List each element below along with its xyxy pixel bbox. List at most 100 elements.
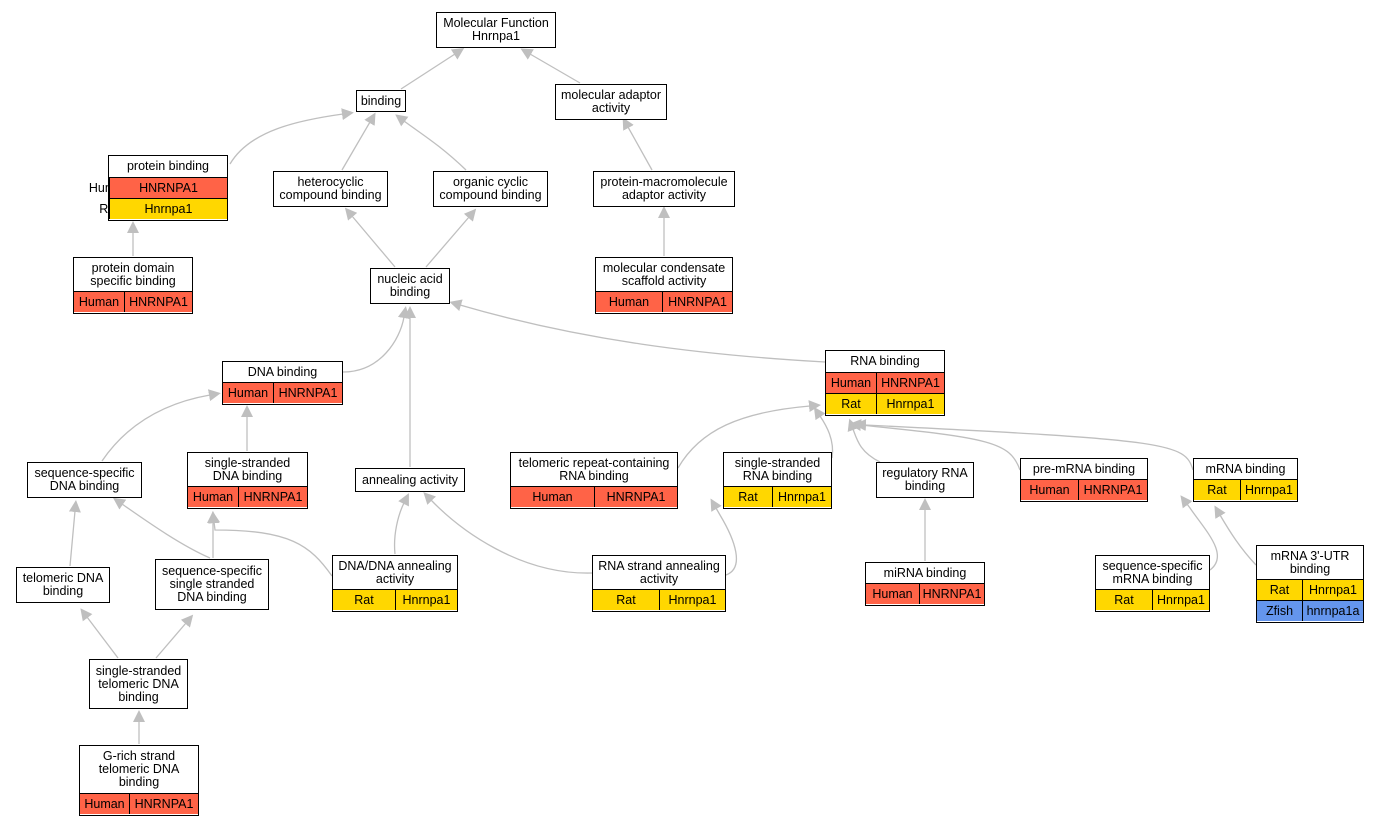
gene-cell: Hnrnpa1 [110,199,227,220]
gene-cell: Hnrnpa1 [1153,590,1209,611]
node-label: annealing activity [362,472,458,487]
gene-cell: hnrnpa1a [1303,601,1363,622]
species-cell: Human [80,794,130,815]
edge-ss-rna [813,406,834,459]
node-label: DNA/DNA annealing activity [338,558,452,586]
node-label: RNA binding [850,354,920,369]
species-cell: Rat [724,487,773,508]
edge-telo-dna [68,500,81,567]
node-nucleic: nucleic acid binding [370,268,450,304]
edge-nucleic [344,207,396,268]
species-cell: Human [596,292,663,313]
edge-dna-anneal [208,511,333,577]
node-reg-rna: regulatory RNA binding [876,462,974,498]
gene-cell: Hnrnpa1 [396,590,457,611]
node-label: organic cyclic compound binding [439,175,542,202]
node-prot-macro: protein-macromolecule adaptor activity [593,171,735,207]
node-label: Molecular Function Hnrnpa1 [443,16,549,43]
node-label: pre-mRNA binding [1032,461,1136,476]
node-label: RNA strand annealing activity [598,558,720,586]
node-label: single-stranded telomeric DNA binding [95,663,182,704]
edge-telo-rna [677,400,821,469]
species-cell: Rat [1194,480,1241,501]
edge-mrna [854,419,1194,471]
node-mol-adaptor: molecular adaptor activity [555,84,667,120]
node-label: DNA binding [247,364,318,379]
species-cell: Human [826,373,877,394]
node-label: mRNA 3'-UTR binding [1270,548,1350,576]
species-cell: Rat [1096,590,1153,611]
species-cell: Human [1021,480,1079,501]
species-cell: Rat [593,590,660,611]
edge-rna-anneal [710,498,737,576]
edge-dna-anneal [393,493,409,555]
edge-rna-anneal [423,492,593,574]
node-label: single-stranded DNA binding [204,455,291,483]
gene-cell: HNRNPA1 [110,178,227,199]
node-ss-telo-dna: single-stranded telomeric DNA binding [89,659,188,709]
node-seq-ss-dna: sequence-specific single stranded DNA bi… [155,559,269,610]
gene-cell: HNRNPA1 [239,487,307,508]
edge-ss-telo-dna [80,608,119,659]
node-label: sequence-specific mRNA binding [1102,558,1203,586]
node-label: nucleic acid binding [377,272,443,299]
node-organic-cyclic: organic cyclic compound binding [433,171,548,207]
gene-cell: HNRNPA1 [877,373,944,394]
node-label: miRNA binding [883,565,967,580]
edge-rna-binding [449,299,826,363]
edge-seq-dna [101,389,221,462]
node-label: sequence-specific DNA binding [34,466,135,493]
gene-cell: HNRNPA1 [920,584,984,605]
node-label: G-rich strand telomeric DNA binding [98,749,180,790]
node-mf: Molecular Function Hnrnpa1 [436,12,556,48]
gene-cell: HNRNPA1 [663,292,732,313]
edge-prot-macro [622,117,653,171]
gene-cell: Hnrnpa1 [1241,480,1297,501]
gene-cell: Hnrnpa1 [1303,580,1363,601]
gene-cell: Hnrnpa1 [773,487,831,508]
species-cell: Human [511,487,595,508]
node-label: protein-macromolecule adaptor activity [600,175,728,202]
species-cell: Human [74,292,125,313]
node-binding: binding [356,90,406,112]
node-label: sequence-specific single stranded DNA bi… [161,564,263,604]
node-label: molecular condensate scaffold activity [602,260,726,288]
edge-nucleic [425,208,477,268]
species-cell: Human [866,584,920,605]
gene-cell: HNRNPA1 [274,383,342,404]
gene-cell: HNRNPA1 [595,487,677,508]
node-label: telomeric repeat-containing RNA binding [518,455,670,483]
node-label: regulatory RNA binding [882,466,968,493]
node-label: single-stranded RNA binding [734,455,821,483]
node-telo-dna: telomeric DNA binding [16,567,110,603]
species-cell: Rat [826,394,877,415]
edge-seq-ss-dna [112,497,211,559]
node-label: telomeric DNA binding [22,571,104,598]
node-label: protein domain specific binding [90,260,176,288]
edge-seq-mrna [1180,495,1218,571]
